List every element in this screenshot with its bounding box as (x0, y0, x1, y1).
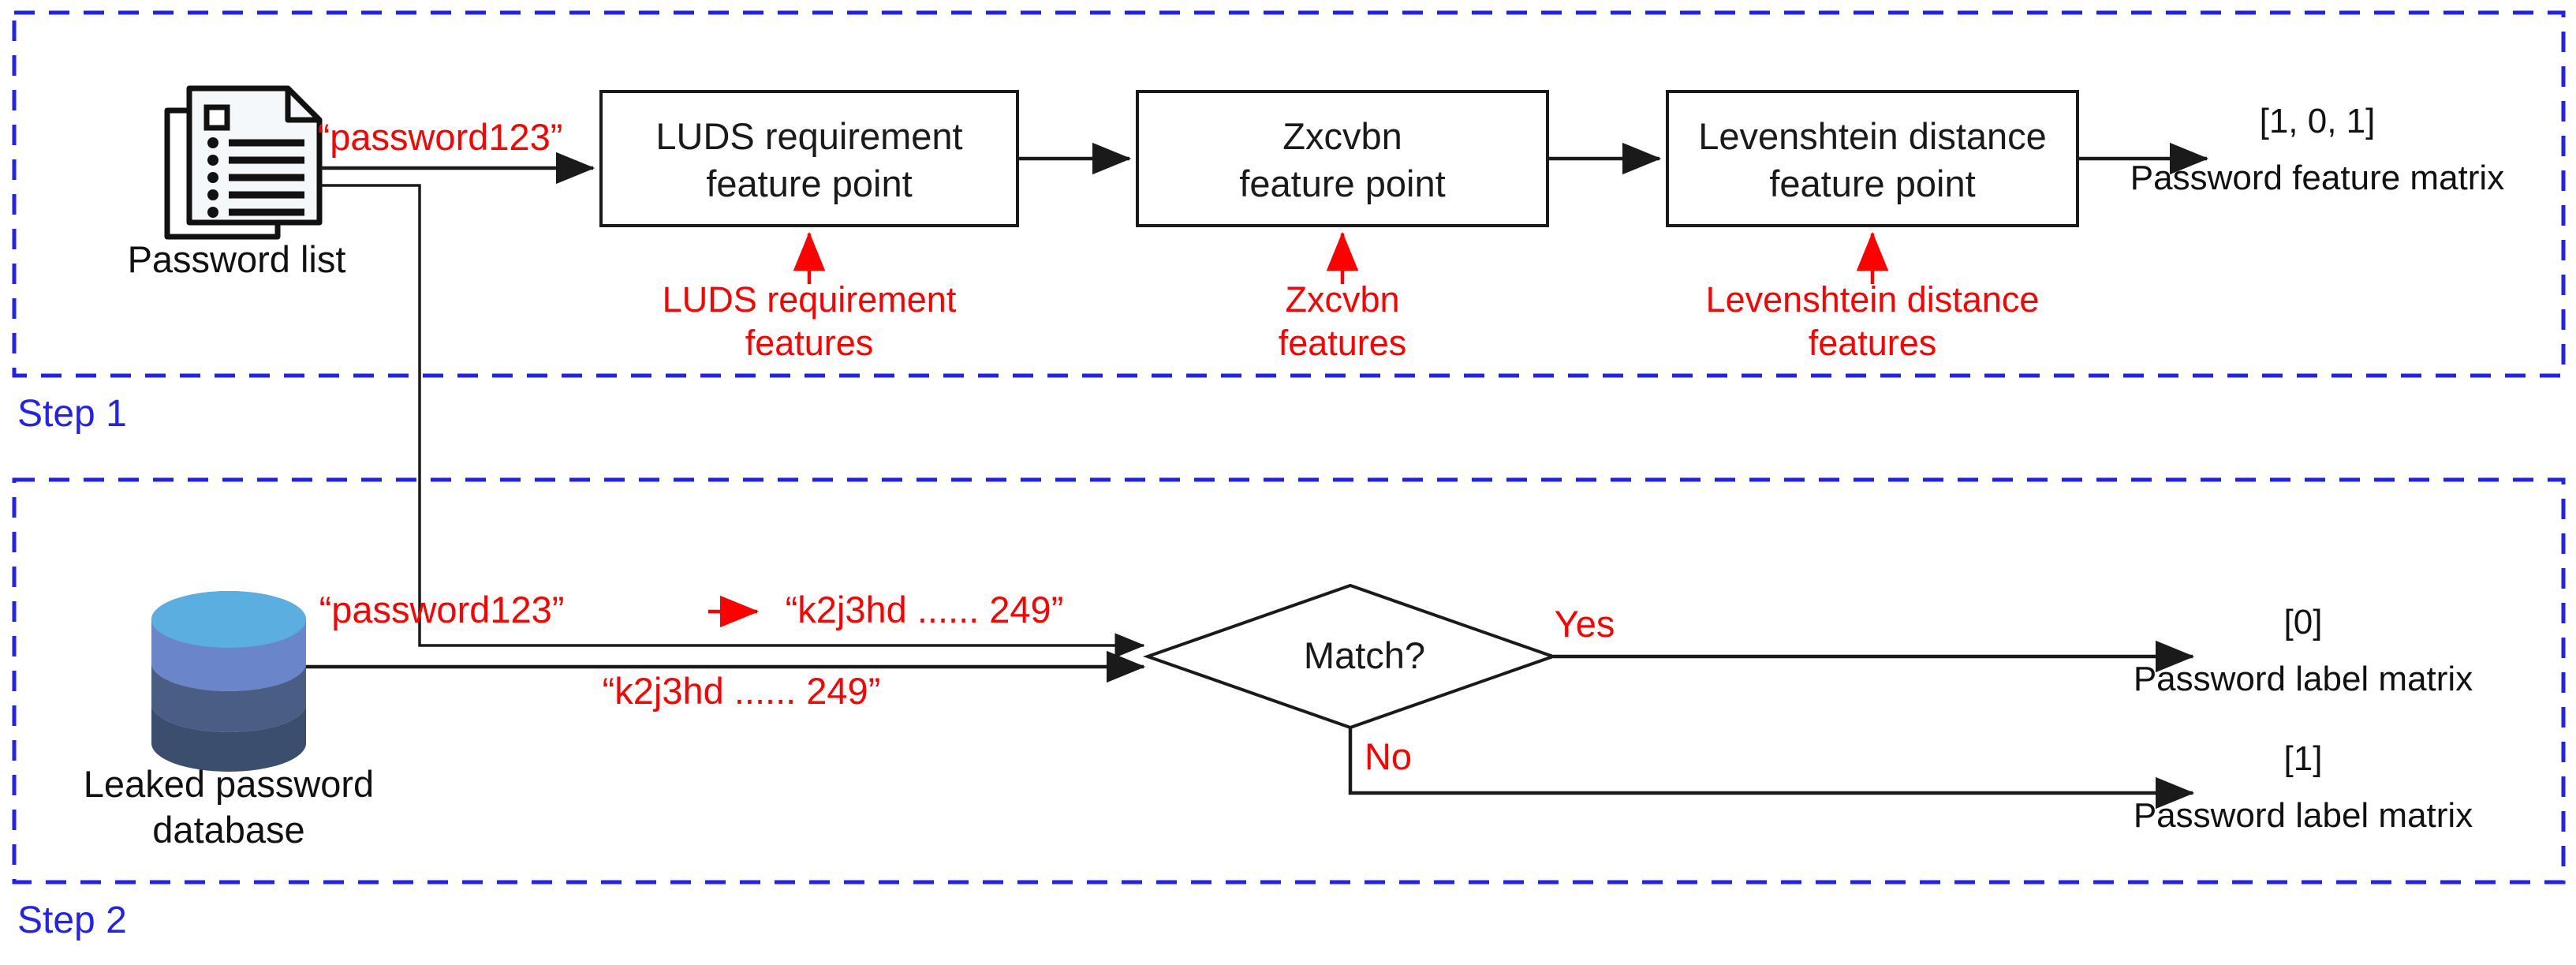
database-cylinder-icon (151, 591, 306, 772)
box-levenshtein-feature-point (1666, 90, 2079, 227)
hash-annotation-left: “password123” (319, 589, 565, 630)
no-output-caption: Password label matrix (2134, 796, 2473, 835)
branch-no-label: No (1365, 735, 1412, 777)
branch-yes-label: Yes (1555, 603, 1615, 645)
step1-region-border (12, 10, 2566, 378)
routing-line-doc-to-step2 (320, 184, 1145, 658)
leaked-db-caption-line1: Leaked password (84, 763, 374, 805)
box-zxcvbn-line1: Zxcvbn (1282, 115, 1402, 157)
document-list-icon (164, 85, 323, 240)
step2-region-border (12, 477, 2566, 885)
red-label-luds-line1: LUDS requirement (663, 279, 957, 320)
arrow-no-to-label-matrix (1348, 727, 2195, 810)
box-levenshtein-line2: feature point (1769, 163, 1975, 204)
red-label-levenshtein-line1: Levenshtein distance (1706, 279, 2040, 320)
yes-output-value: [0] (2284, 603, 2323, 641)
password-list-caption: Password list (128, 238, 346, 280)
db-hash-annotation: “k2j3hd ...... 249” (603, 670, 881, 712)
box-zxcvbn-feature-point (1136, 90, 1549, 227)
red-label-zxcvbn-line1: Zxcvbn (1285, 279, 1399, 320)
box-luds-feature-point (599, 90, 1019, 227)
red-label-zxcvbn-line2: features (1279, 323, 1407, 363)
decision-label: Match? (1304, 634, 1425, 676)
feature-matrix-caption: Password feature matrix (2130, 159, 2504, 197)
red-label-levenshtein-line2: features (1809, 323, 1937, 363)
hash-annotation-right: “k2j3hd ...... 249” (786, 589, 1064, 630)
leaked-db-caption-line2: database (152, 809, 304, 851)
red-label-luds-line2: features (745, 323, 874, 363)
step2-label: Step 2 (17, 900, 127, 941)
yes-output-caption: Password label matrix (2134, 660, 2473, 698)
input-password-annotation: “password123” (318, 116, 563, 158)
feature-matrix-value: [1, 0, 1] (2260, 102, 2376, 140)
box-levenshtein-line1: Levenshtein distance (1698, 115, 2047, 157)
no-output-value: [1] (2284, 739, 2323, 778)
box-luds-line2: feature point (706, 163, 912, 204)
box-zxcvbn-line2: feature point (1239, 163, 1445, 204)
step1-label: Step 1 (17, 393, 127, 435)
box-luds-line1: LUDS requirement (655, 115, 962, 157)
